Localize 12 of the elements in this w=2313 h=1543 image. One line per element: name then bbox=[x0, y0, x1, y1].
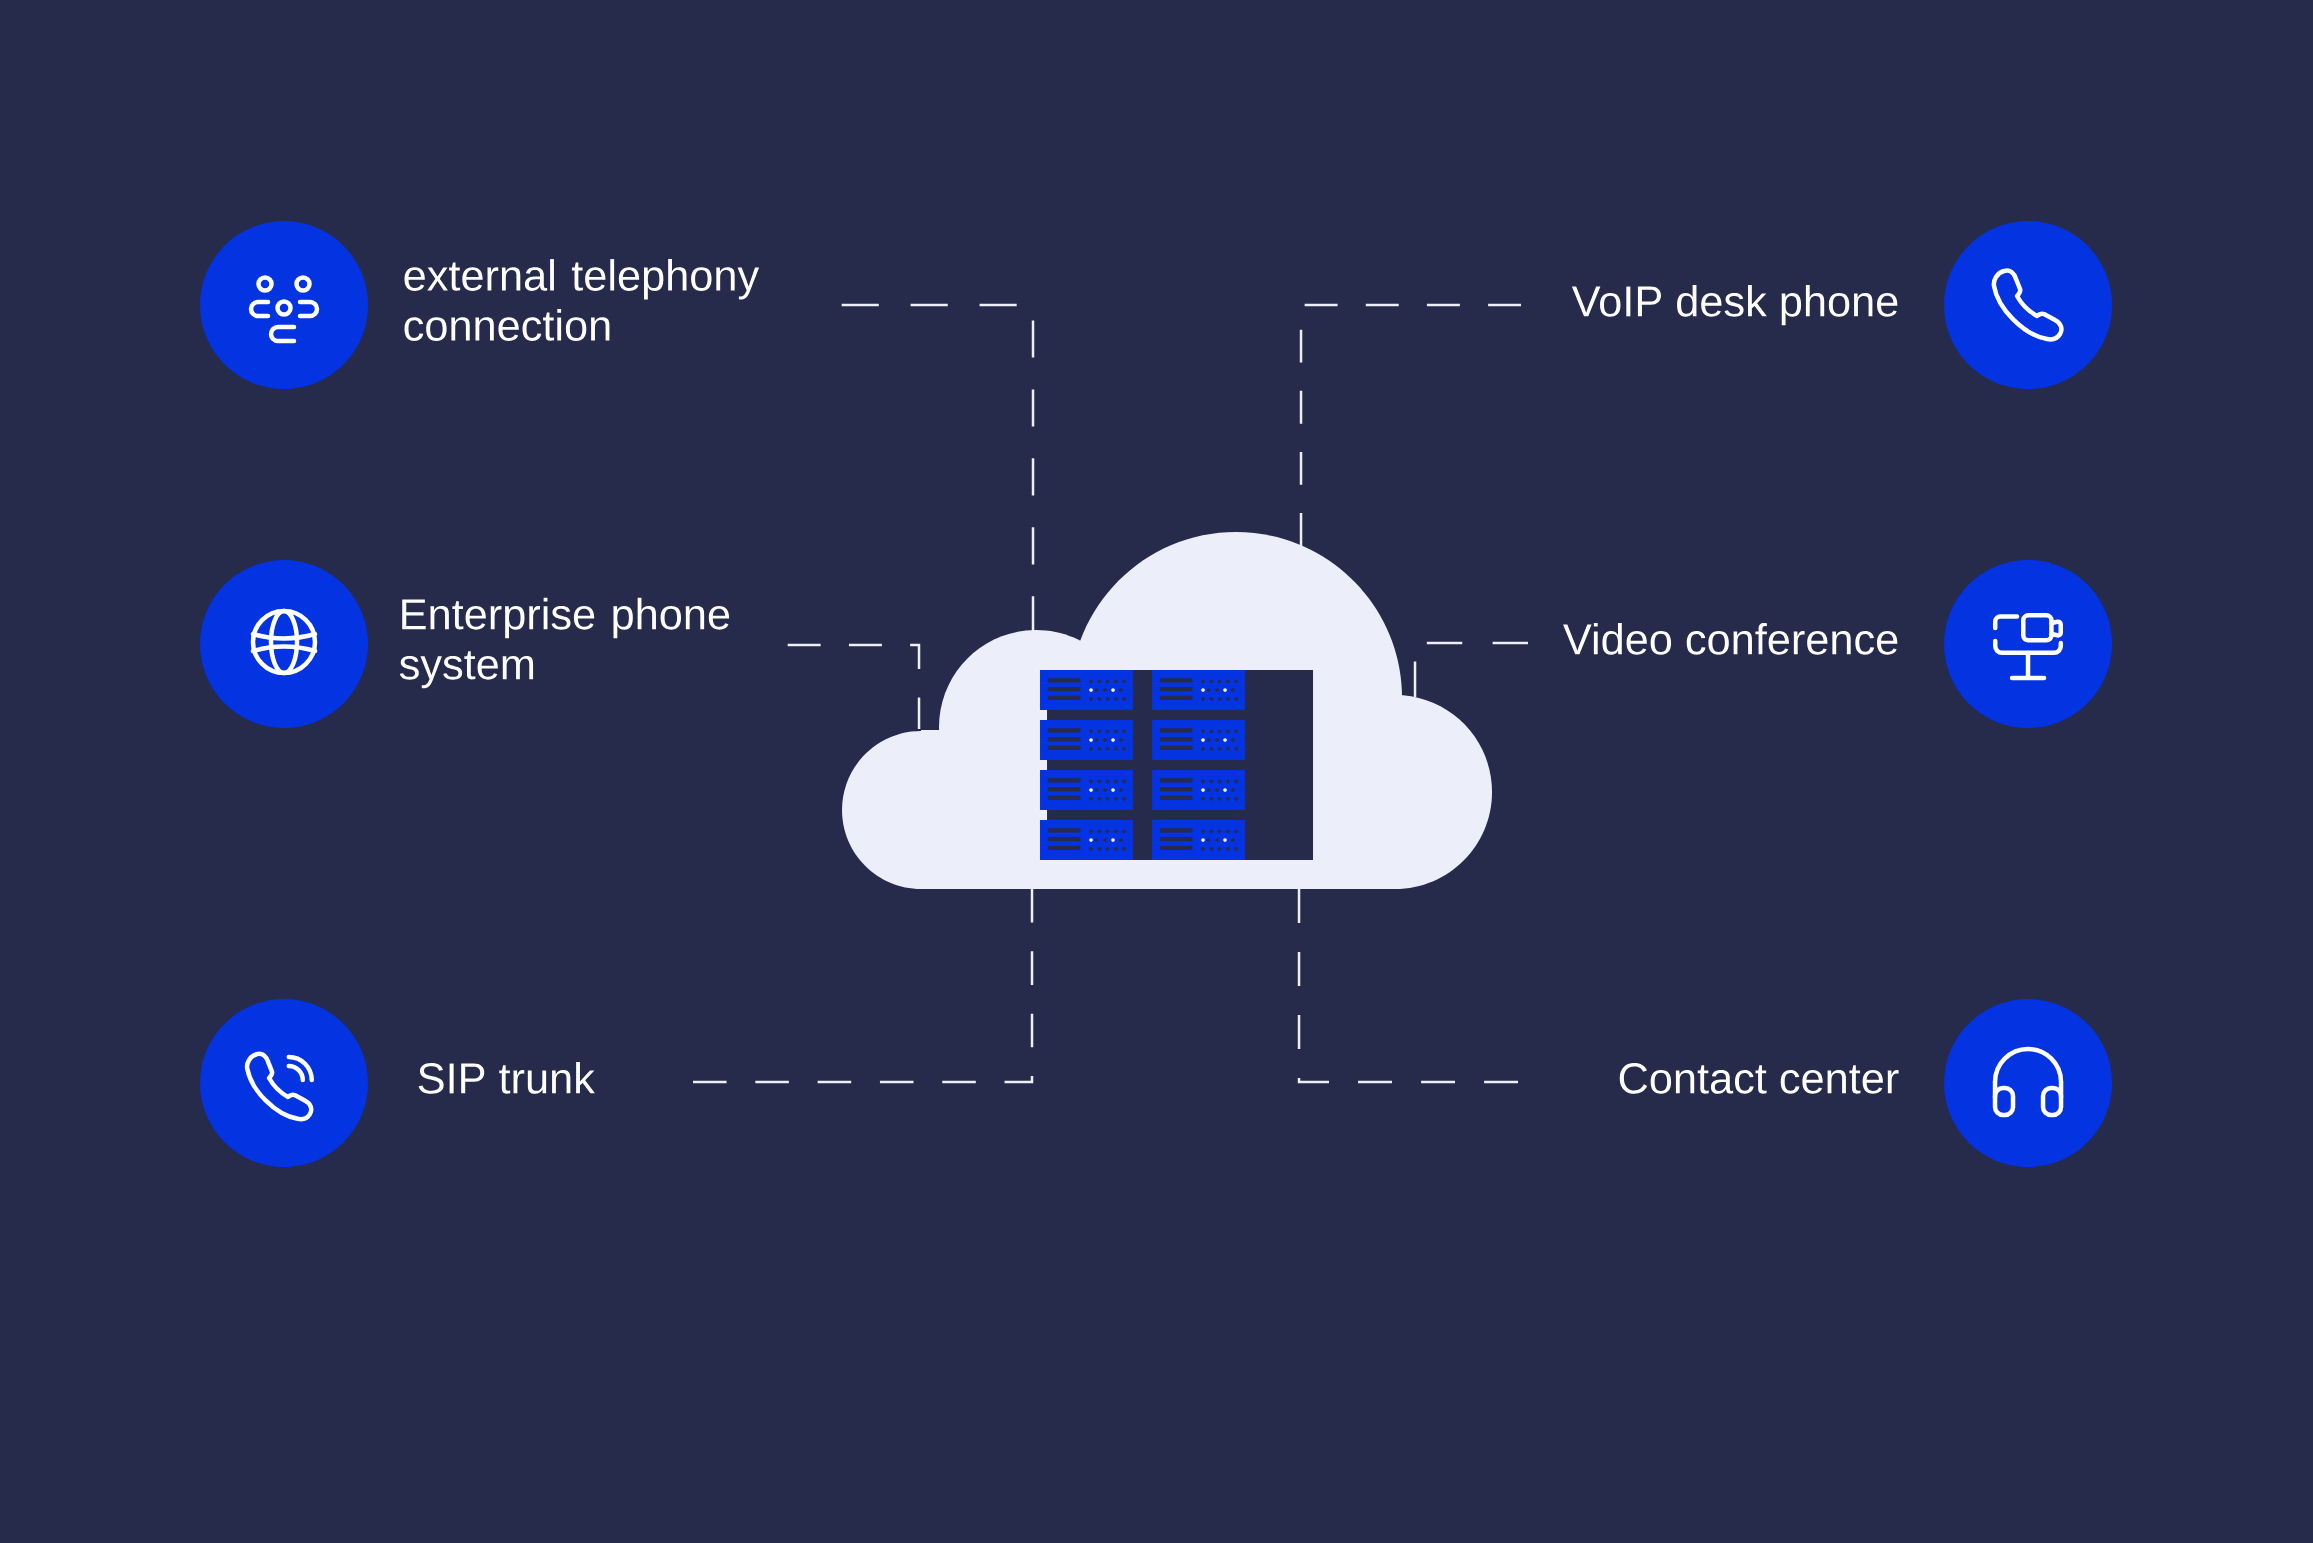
dashed-connector bbox=[693, 889, 1034, 1084]
dashed-connector bbox=[787, 643, 921, 730]
dashed-connector bbox=[1413, 641, 1529, 697]
item-label: SIP trunk bbox=[418, 1061, 595, 1094]
dashed-connector bbox=[1297, 889, 1519, 1084]
item-label: Video conference bbox=[1563, 622, 1898, 655]
item-label: VoIP desk phone bbox=[1571, 284, 1898, 326]
item-label: Contact center bbox=[1619, 1063, 1899, 1094]
dashed-connector bbox=[841, 303, 1035, 633]
item-label: external telephony connection bbox=[404, 259, 760, 341]
item-label: Enterprise phone system bbox=[399, 597, 730, 689]
dashed-connector bbox=[1299, 303, 1522, 546]
